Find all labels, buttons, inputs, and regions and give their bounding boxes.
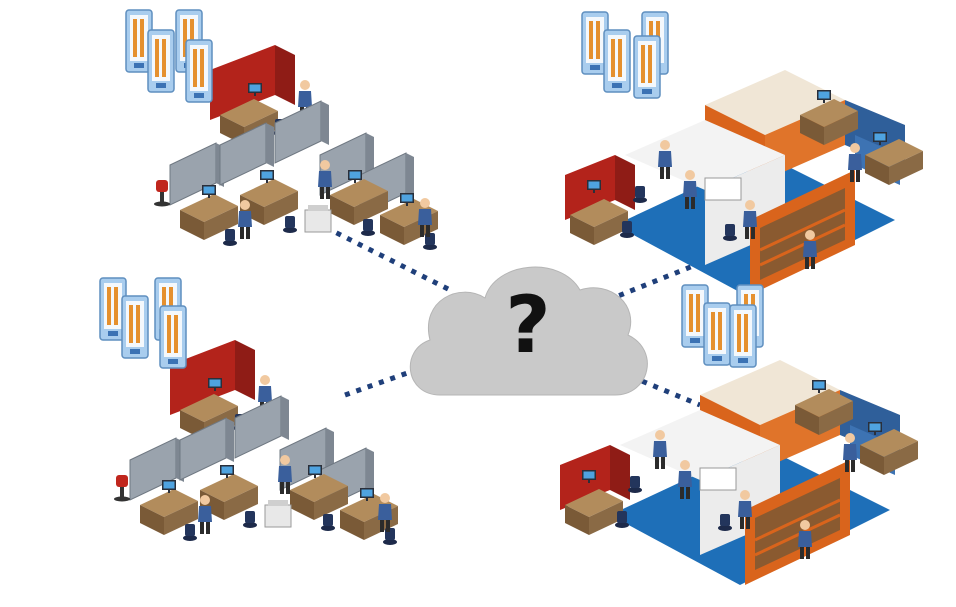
office-top-right: [565, 70, 923, 295]
server-rack-icon: [581, 11, 669, 99]
link-top-left: [313, 219, 452, 293]
office-bottom-left: [114, 340, 398, 545]
cloud-icon: ?: [409, 266, 648, 396]
server-rack-icon: [125, 9, 213, 103]
server-rack-icon: [99, 277, 187, 369]
cloud-label: ?: [505, 281, 550, 371]
server-rack-icon: [681, 284, 764, 368]
